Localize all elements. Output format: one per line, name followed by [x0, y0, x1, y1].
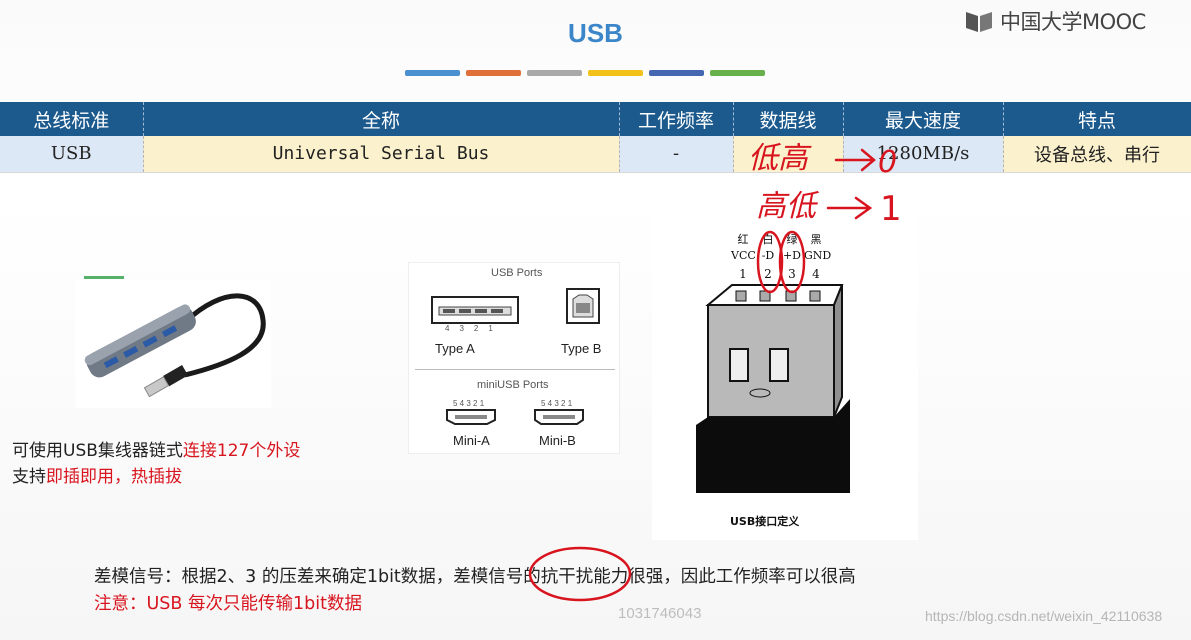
- pin-color-4: 黑: [810, 233, 822, 246]
- differential-signal-note: 差模信号：根据2、3 的压差来确定1bit数据，差模信号的抗干扰能力很强，因此工…: [94, 563, 856, 588]
- ports-divider: [415, 369, 615, 370]
- cell-feature: 设备总线、串行: [1003, 136, 1191, 173]
- usb-plug-drawing: [696, 284, 850, 493]
- usb-connector-diagram: 红 白 绿 黑 VCC -D +D GND 1 2 3 4 USB接口定义: [652, 213, 918, 540]
- type-a-port-icon: [431, 296, 519, 324]
- cell-max-speed: 1280MB/s: [843, 136, 1004, 173]
- pin-color-1: 红: [737, 233, 749, 246]
- header-data-lines: 数据线: [733, 102, 844, 136]
- usb-note-label: 注意：: [94, 594, 147, 614]
- cell-standard: USB: [0, 136, 144, 173]
- mini-a-label: Mini-A: [453, 433, 490, 448]
- diff-note-part1: 差模信号：根据2、3 的压差来确定1bit数据，: [94, 567, 454, 587]
- header-frequency: 工作频率: [619, 102, 734, 136]
- usb-hub-image: [75, 280, 271, 408]
- note-hub-chaining: 可使用USB集线器链式连接127个外设: [12, 436, 300, 461]
- color-bar: [649, 70, 704, 76]
- watermark-url: https://blog.csdn.net/weixin_42110638: [925, 608, 1163, 624]
- mini-a-pin-numbers: 5 4 3 2 1: [453, 399, 485, 408]
- mooc-book-icon: [966, 12, 992, 32]
- color-bar: [588, 70, 643, 76]
- usb-ports-figure: USB Ports 4321 Type A Type B miniUSB Por…: [408, 262, 620, 454]
- mini-b-port-icon: [534, 409, 584, 425]
- color-bar: [466, 70, 521, 76]
- color-bar: [527, 70, 582, 76]
- usb-bit-note: 注意：USB 每次只能传输1bit数据: [94, 590, 362, 615]
- note-pnp-highlight: 即插即用，热插拔: [46, 467, 182, 487]
- type-a-pin-numbers: 4321: [445, 324, 503, 333]
- connector-caption: USB接口定义: [730, 515, 800, 528]
- header-feature: 特点: [1003, 102, 1191, 136]
- type-b-port-icon: [566, 288, 600, 324]
- note-hub-prefix: 可使用USB集线器链式: [12, 441, 183, 461]
- usb-note-text: USB 每次只能传输1bit数据: [146, 594, 362, 614]
- hub-accent-line: [84, 276, 124, 279]
- table-header-row: 总线标准 全称 工作频率 数据线 最大速度 特点: [0, 102, 1191, 136]
- mini-usb-ports-title: miniUSB Ports: [477, 379, 549, 391]
- header-standard: 总线标准: [0, 102, 144, 136]
- watermark-id: 1031746043: [618, 605, 702, 622]
- cell-frequency: -: [619, 136, 734, 173]
- cell-data-lines: [733, 136, 844, 173]
- pin-number-1: 1: [739, 267, 747, 281]
- pin-signal-1: VCC: [731, 249, 756, 262]
- mooc-logo: 中国大学MOOC: [964, 6, 1146, 36]
- pin-number-4: 4: [812, 267, 820, 281]
- header-full-name: 全称: [143, 102, 620, 136]
- note-plug-and-play: 支持即插即用，热插拔: [12, 462, 182, 487]
- mini-a-port-icon: [446, 409, 496, 425]
- note-pnp-prefix: 支持: [12, 467, 46, 487]
- title-color-bars: [405, 70, 765, 76]
- type-b-label: Type B: [561, 341, 602, 356]
- mooc-logo-text: 中国大学MOOC: [1000, 10, 1146, 34]
- color-bar: [405, 70, 460, 76]
- diff-note-highlight: 差模信号: [453, 567, 524, 587]
- bus-standard-table: 总线标准 全称 工作频率 数据线 最大速度 特点 USB Universal S…: [0, 102, 1191, 173]
- slide-title: USB: [568, 18, 623, 48]
- note-hub-highlight: 连接127个外设: [182, 441, 301, 461]
- pin-signal-4: GND: [804, 249, 832, 262]
- mini-b-label: Mini-B: [539, 433, 576, 448]
- type-a-label: Type A: [435, 341, 475, 356]
- color-bar: [710, 70, 765, 76]
- table-row: USB Universal Serial Bus - 1280MB/s 设备总线…: [0, 136, 1191, 173]
- diff-note-part2: 的抗干扰能力很强，因此工作频率可以很高: [523, 567, 856, 587]
- cell-full-name: Universal Serial Bus: [143, 136, 620, 173]
- mini-b-pin-numbers: 5 4 3 2 1: [541, 399, 573, 408]
- usb-ports-title: USB Ports: [491, 267, 543, 279]
- header-max-speed: 最大速度: [843, 102, 1004, 136]
